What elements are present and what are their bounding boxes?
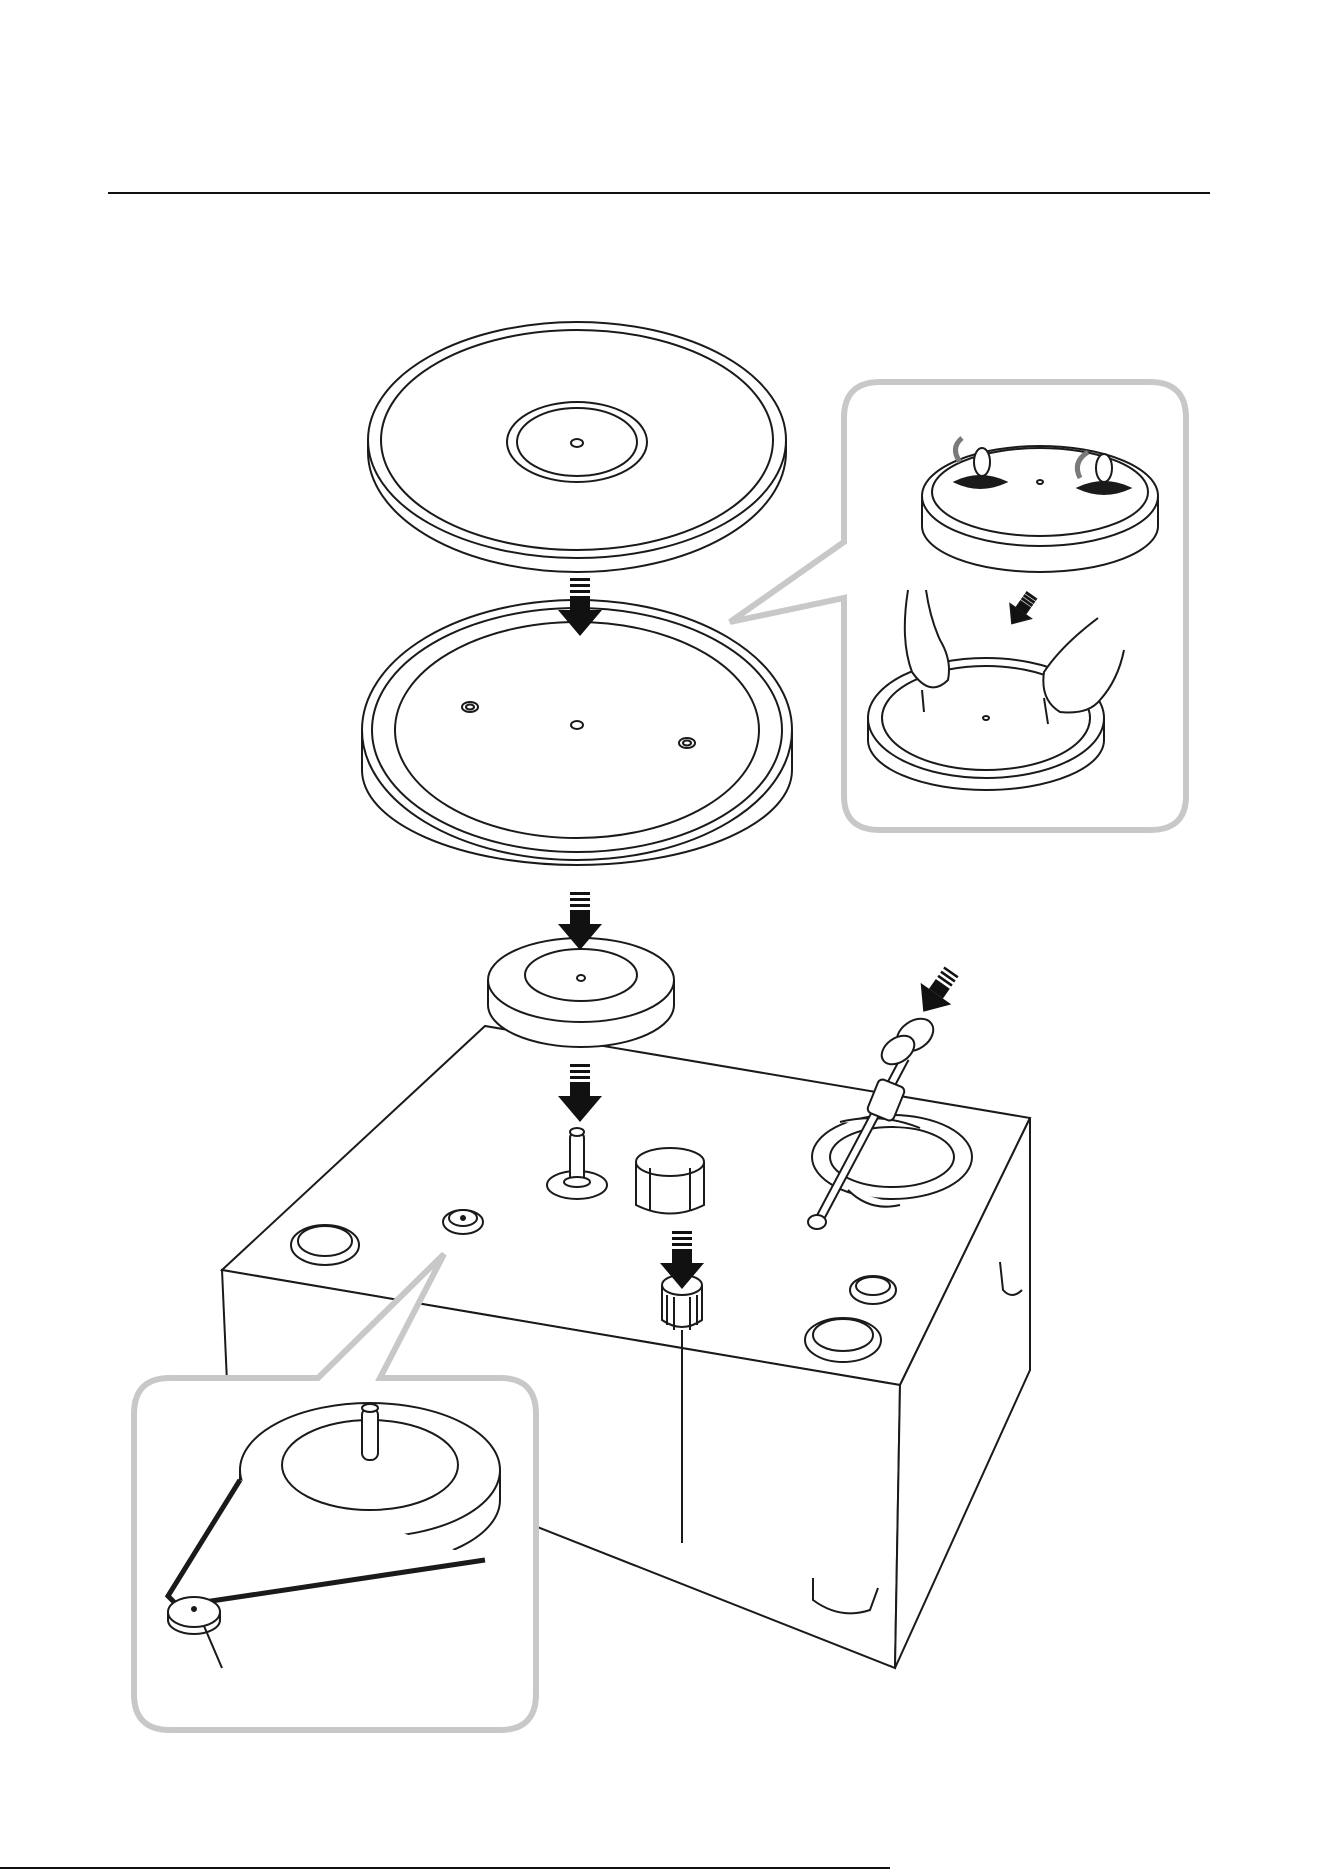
weight-cover: [636, 1148, 704, 1214]
speed-select-button: [850, 1276, 896, 1304]
sub-platter: [488, 938, 674, 1047]
platter: [362, 600, 792, 865]
platter-handles-inset: [730, 382, 1186, 830]
speed-indicator: [443, 1210, 483, 1234]
power-button: [291, 1225, 359, 1265]
platter-mat: [368, 322, 786, 572]
bottom-rule: [0, 1867, 890, 1869]
arrow-tonearm: [908, 961, 967, 1023]
motor-pulley: [168, 1597, 220, 1634]
start-stop-button: [805, 1318, 881, 1362]
